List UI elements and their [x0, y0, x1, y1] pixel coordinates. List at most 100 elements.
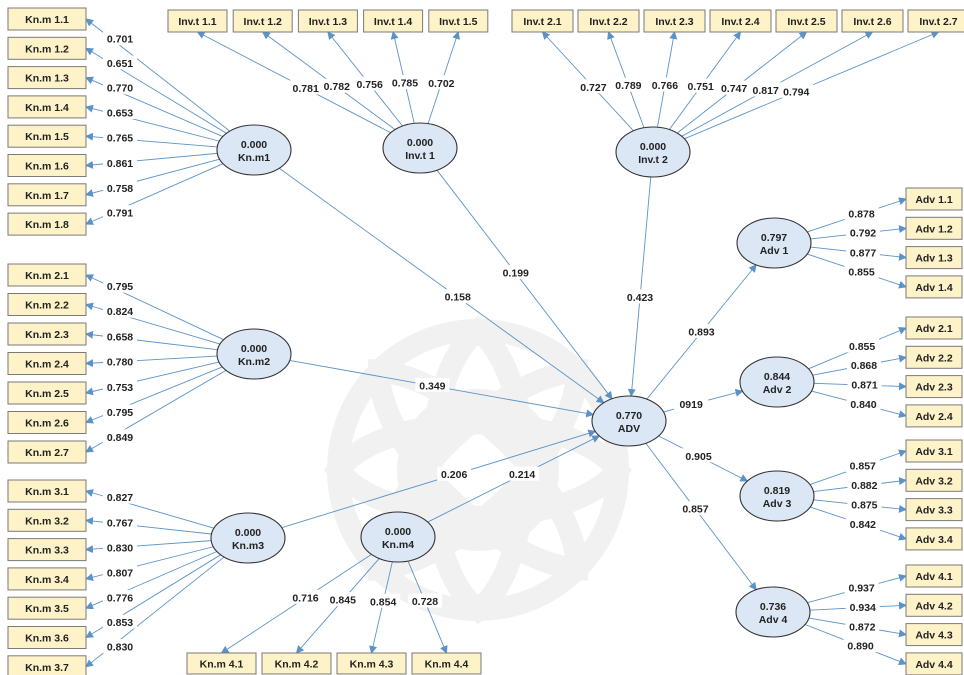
svg-text:Adv 4.1: Adv 4.1 [915, 571, 953, 583]
svg-text:0.795: 0.795 [107, 281, 133, 293]
svg-text:0.747: 0.747 [721, 83, 747, 95]
svg-text:Adv 2.3: Adv 2.3 [915, 382, 953, 394]
svg-text:Kn.m 1.4: Kn.m 1.4 [25, 102, 69, 114]
indicator-box: Adv 3.2 [905, 468, 963, 492]
loading-label: 0.794 [779, 83, 814, 98]
loading-label: 0.782 [319, 78, 354, 93]
svg-text:0.214: 0.214 [509, 469, 535, 481]
loading-label: 0.878 [844, 205, 879, 220]
svg-text:0.868: 0.868 [851, 360, 877, 372]
svg-text:0.780: 0.780 [107, 357, 133, 369]
svg-text:ADV: ADV [618, 423, 640, 435]
svg-text:Adv 4: Adv 4 [759, 614, 788, 626]
indicator-box: Adv 2.3 [905, 375, 963, 399]
svg-text:0.905: 0.905 [685, 451, 711, 463]
loading-label: 0.861 [103, 155, 137, 170]
svg-text:0.716: 0.716 [292, 592, 318, 604]
path-arrow [627, 176, 652, 398]
loading-label: 0.817 [748, 82, 783, 97]
indicator-box: Kn.m 1.1 [7, 7, 87, 31]
svg-text:Inv.t 2.5: Inv.t 2.5 [787, 16, 825, 28]
loading-label: 0.765 [103, 130, 137, 145]
loading-label: 0.890 [843, 638, 878, 653]
svg-text:Inv.t 2.4: Inv.t 2.4 [721, 16, 759, 28]
svg-text:0.349: 0.349 [419, 380, 445, 392]
loading-label: 0.781 [288, 80, 323, 95]
loading-label: 0.791 [103, 205, 137, 220]
svg-text:Adv 4.3: Adv 4.3 [915, 630, 953, 642]
svg-text:0.827: 0.827 [107, 492, 133, 504]
path-arrow [436, 169, 613, 400]
svg-text:0.854: 0.854 [370, 596, 396, 608]
loading-label: 0.716 [288, 589, 323, 604]
path-coefficient-label: 0.423 [623, 289, 658, 304]
path-coefficient-label: 0.158 [440, 289, 475, 304]
svg-text:Kn.m 1.1: Kn.m 1.1 [25, 14, 69, 26]
svg-text:0.893: 0.893 [688, 327, 714, 339]
indicator-box: Kn.m 3.7 [7, 655, 87, 675]
svg-text:Kn.m1: Kn.m1 [238, 152, 270, 164]
path-coefficient-label: 0.905 [681, 448, 716, 463]
indicator-box: Kn.m 3.4 [7, 567, 87, 591]
loading-label: 0.857 [845, 458, 880, 473]
indicator-box: Adv 1.4 [905, 275, 963, 299]
svg-text:0.794: 0.794 [783, 86, 809, 98]
svg-text:0.206: 0.206 [441, 469, 467, 481]
path-arrow [279, 167, 605, 404]
indicator-box: Kn.m 4.1 [186, 652, 257, 675]
loading-label: 0.827 [103, 489, 137, 504]
svg-text:Kn.m 1.8: Kn.m 1.8 [25, 219, 69, 231]
svg-text:Adv 4.2: Adv 4.2 [915, 600, 953, 612]
svg-text:0.751: 0.751 [688, 81, 714, 93]
svg-text:Kn.m 2.2: Kn.m 2.2 [25, 300, 69, 312]
svg-text:0.767: 0.767 [107, 517, 133, 529]
svg-text:Kn.m 4.4: Kn.m 4.4 [425, 659, 469, 671]
indicator-box: Kn.m 1.5 [7, 124, 87, 148]
svg-text:Adv 1: Adv 1 [760, 245, 789, 257]
svg-text:Inv.t 1.5: Inv.t 1.5 [439, 16, 477, 28]
svg-text:Adv 3.4: Adv 3.4 [915, 534, 953, 546]
svg-text:Kn.m 2.1: Kn.m 2.1 [25, 270, 69, 282]
indicator-box: Inv.t 1.5 [428, 9, 489, 33]
svg-text:Kn.m 1.3: Kn.m 1.3 [25, 73, 69, 85]
loading-label: 0.701 [103, 31, 137, 46]
loading-label: 0.830 [103, 639, 137, 654]
svg-text:Adv 3: Adv 3 [763, 498, 792, 510]
indicator-box: Adv 2.1 [905, 316, 963, 340]
indicator-box: Kn.m 4.2 [261, 652, 332, 675]
svg-text:0.877: 0.877 [850, 247, 876, 259]
svg-text:Adv 2.4: Adv 2.4 [915, 411, 953, 423]
loading-label: 0.871 [847, 377, 882, 392]
svg-text:0.797: 0.797 [761, 232, 787, 244]
svg-text:0.871: 0.871 [851, 380, 877, 392]
svg-text:0.807: 0.807 [107, 568, 133, 580]
svg-text:Kn.m 1.6: Kn.m 1.6 [25, 161, 69, 173]
loading-label: 0.937 [844, 580, 879, 595]
svg-text:Kn.m 2.7: Kn.m 2.7 [25, 447, 69, 459]
loading-label: 0.872 [845, 619, 880, 634]
indicator-box: Kn.m 3.5 [7, 596, 87, 620]
indicator-box: Kn.m 2.7 [7, 440, 87, 464]
svg-text:0.830: 0.830 [107, 542, 133, 554]
svg-text:0.857: 0.857 [682, 504, 708, 516]
path-coefficient-label: 0.349 [415, 377, 450, 392]
svg-text:Kn.m 2.5: Kn.m 2.5 [25, 388, 69, 400]
svg-text:Inv.t 2.7: Inv.t 2.7 [919, 16, 957, 28]
indicator-box: Kn.m 3.6 [7, 626, 87, 649]
svg-text:0.824: 0.824 [107, 306, 133, 318]
indicator-box: Inv.t 2.7 [907, 9, 964, 33]
labels-layer: 0.7010.6510.7700.6530.7650.8610.7580.791… [103, 31, 882, 654]
svg-text:Kn.m 2.6: Kn.m 2.6 [25, 418, 69, 430]
loading-label: 0.853 [103, 614, 137, 629]
indicator-box: Inv.t 1.3 [297, 9, 358, 33]
svg-text:Inv.t 1.2: Inv.t 1.2 [244, 16, 282, 28]
loading-label: 0.792 [846, 225, 881, 240]
